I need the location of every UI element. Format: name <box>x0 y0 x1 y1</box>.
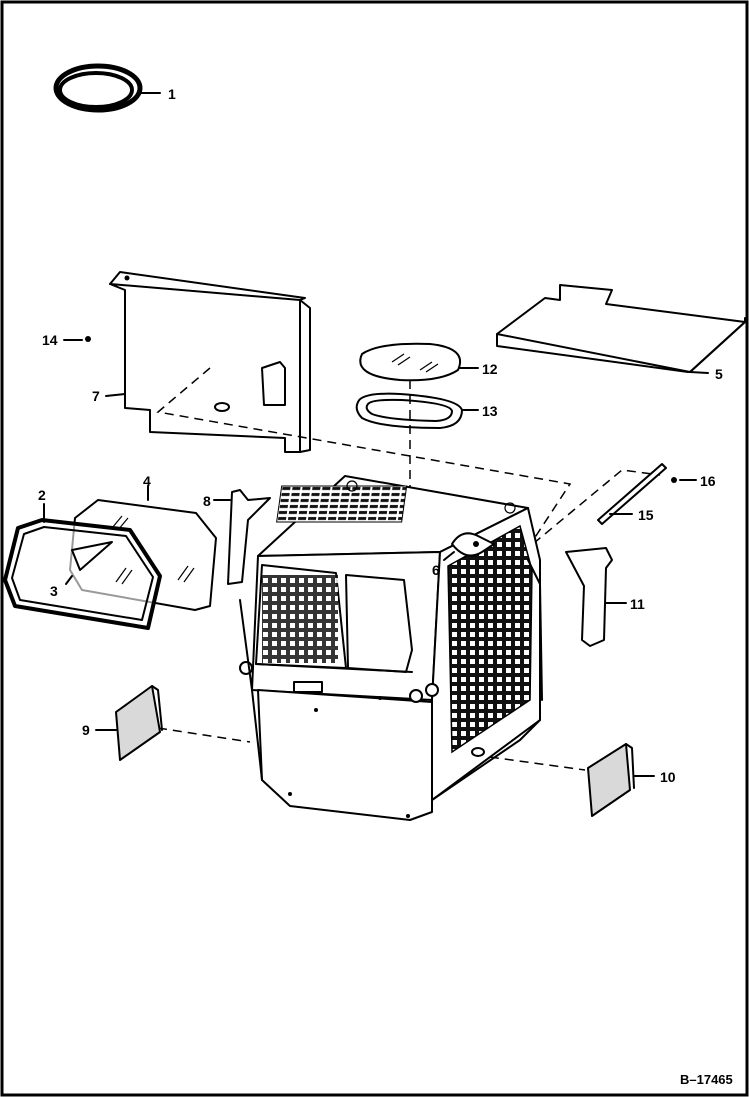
part-15-trim-strip <box>597 463 667 525</box>
part-7-rear-panel <box>105 271 311 453</box>
part-1-seal-coil <box>53 63 161 113</box>
part-12-window-glass <box>359 342 479 382</box>
callout-6: 6 <box>432 562 440 578</box>
part-3-warning-decal <box>65 541 113 585</box>
part-16-screw <box>671 477 697 483</box>
drawing-reference-code: B–17465 <box>680 1072 733 1087</box>
callout-1: 1 <box>168 86 176 102</box>
part-6-door-latch <box>443 532 495 561</box>
part-2-glass-seal <box>3 503 162 630</box>
callout-3: 3 <box>50 583 58 599</box>
callout-12: 12 <box>482 361 498 377</box>
callout-13: 13 <box>482 403 498 419</box>
callout-9: 9 <box>82 722 90 738</box>
callout-7: 7 <box>92 388 100 404</box>
callout-14: 14 <box>42 332 58 348</box>
part-9-foam-pad <box>95 685 163 761</box>
callout-8: 8 <box>203 493 211 509</box>
part-8-left-trim <box>213 489 271 585</box>
callout-2: 2 <box>38 487 46 503</box>
part-10-foam-pad <box>587 743 655 817</box>
callout-10: 10 <box>660 769 676 785</box>
callout-11: 11 <box>630 596 645 612</box>
callout-4: 4 <box>143 473 151 489</box>
callout-labels: 1 2 3 4 5 6 7 8 9 10 11 12 13 14 15 16 <box>38 86 723 785</box>
callout-16: 16 <box>700 473 716 489</box>
part-5-top-panel <box>496 284 746 374</box>
part-11-right-trim <box>565 547 627 647</box>
callout-15: 15 <box>638 507 654 523</box>
part-13-window-seal <box>355 392 479 429</box>
callout-5: 5 <box>715 366 723 382</box>
part-14-screw <box>63 336 91 342</box>
cab-body <box>239 475 543 821</box>
